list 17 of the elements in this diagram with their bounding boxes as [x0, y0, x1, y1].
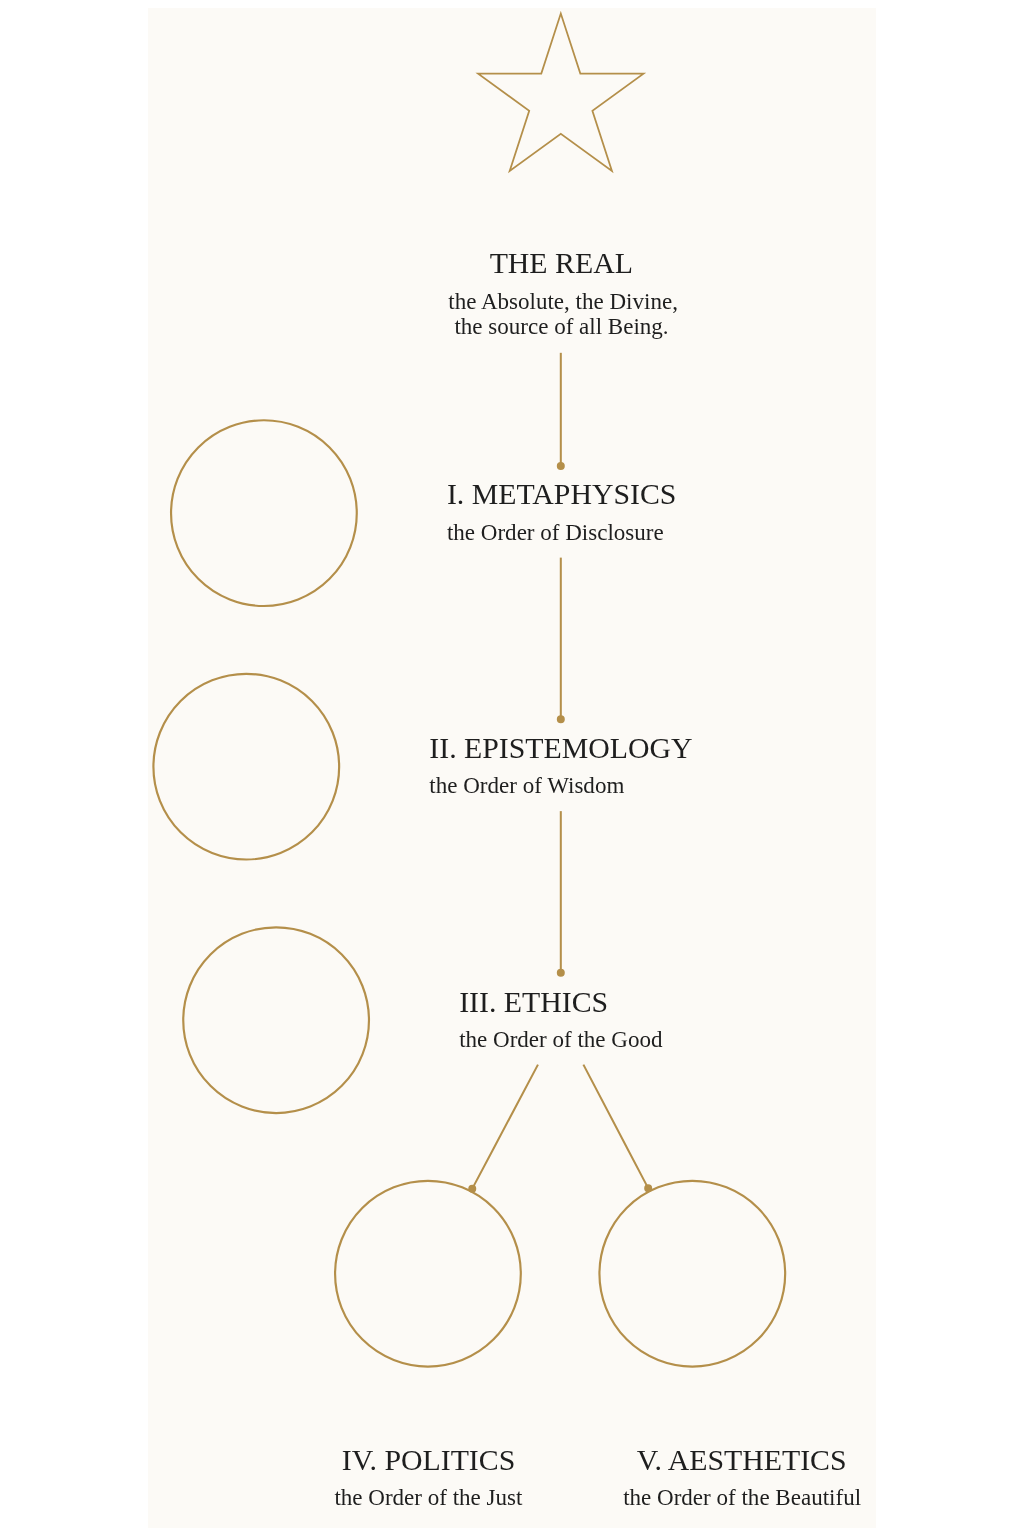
- connector: [556, 352, 565, 471]
- node-circle: [152, 672, 341, 861]
- node-circle: [334, 1179, 522, 1368]
- node-text: II. EPISTEMOLOGY the Order of Wisdom: [429, 730, 693, 799]
- node-text: IV. POLITICS the Order of the Just: [334, 1442, 523, 1510]
- node-text: I. METAPHYSICS the Order of Disclosure: [446, 477, 677, 545]
- node-circle: [598, 1179, 787, 1368]
- node-picture: [475, 10, 647, 174]
- node-text: THE REAL the Absolute, the Divine, the source of all Being.: [448, 246, 678, 340]
- connector: [556, 811, 565, 977]
- node-text: V. AESTHETICS the Order of the Beautiful: [623, 1442, 862, 1510]
- node-circle: [169, 419, 358, 608]
- connector: [582, 1064, 653, 1193]
- node-text: III. ETHICS the Order of the Good: [459, 984, 663, 1052]
- connector: [556, 557, 565, 724]
- node-circle: [182, 926, 371, 1115]
- connector: [468, 1064, 539, 1193]
